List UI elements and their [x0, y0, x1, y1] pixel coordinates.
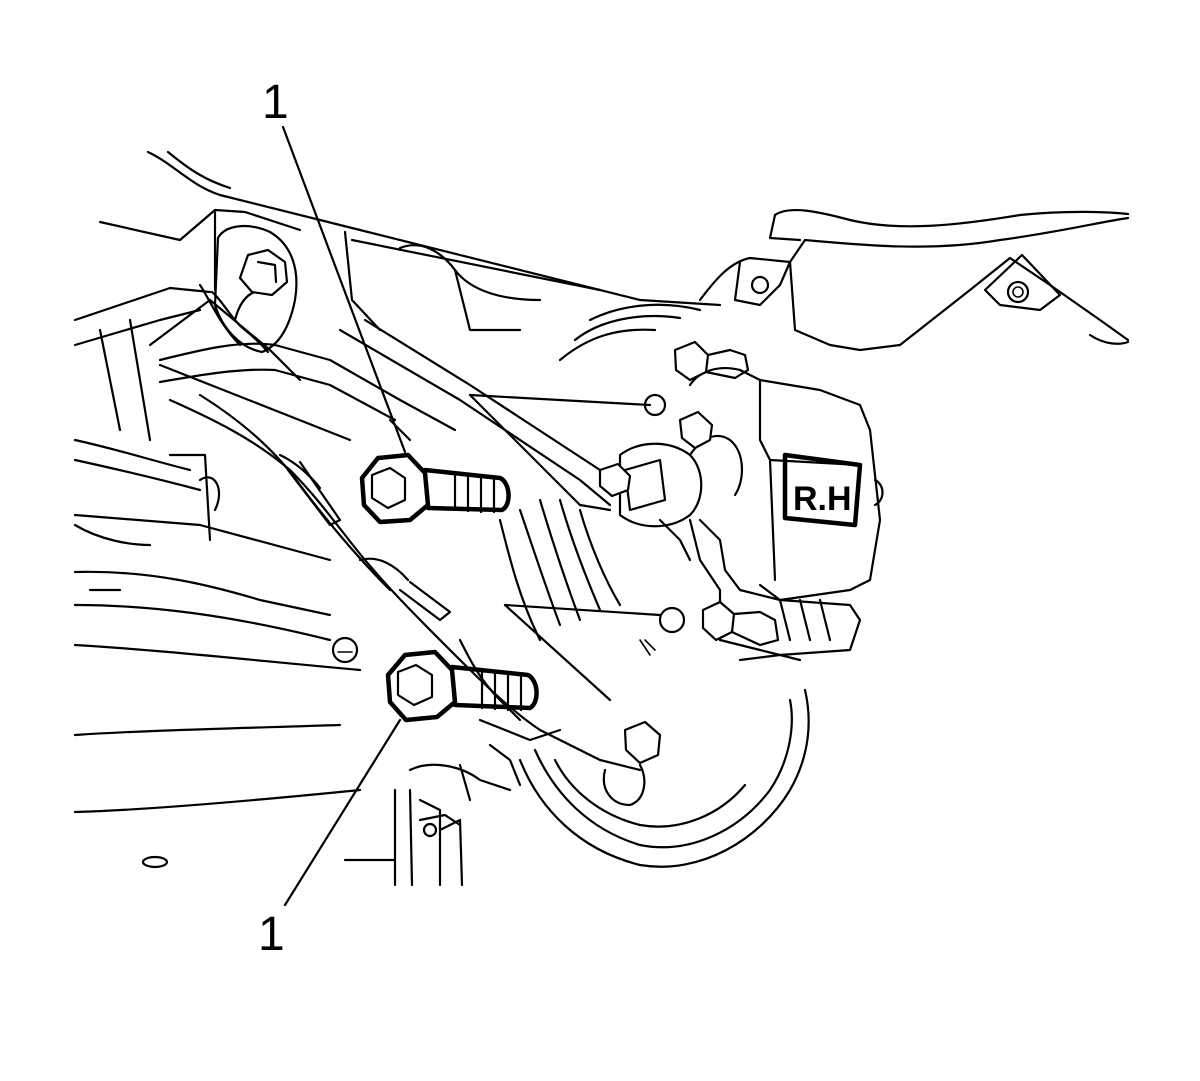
- highlighted-bolt-upper: [359, 452, 511, 525]
- callout-label-bottom: 1: [258, 908, 285, 961]
- leader-line-bottom: [283, 718, 402, 907]
- brake-rotor: [498, 303, 810, 868]
- leader-line-top: [281, 125, 407, 454]
- upper-frame: [98, 150, 722, 332]
- brake-caliper: R.H: [618, 367, 884, 662]
- lower-mount: [343, 743, 522, 887]
- callout-leaders: [281, 125, 407, 907]
- caliper-marking: R.H: [793, 480, 852, 518]
- highlighted-bolt-lower: [385, 649, 539, 723]
- callout-label-top: 1: [262, 76, 289, 129]
- left-subframe: [73, 286, 362, 869]
- caliper-bolts: [598, 340, 780, 765]
- trailing-arm-bracket: [158, 318, 662, 772]
- upper-right-arm: [698, 208, 1130, 352]
